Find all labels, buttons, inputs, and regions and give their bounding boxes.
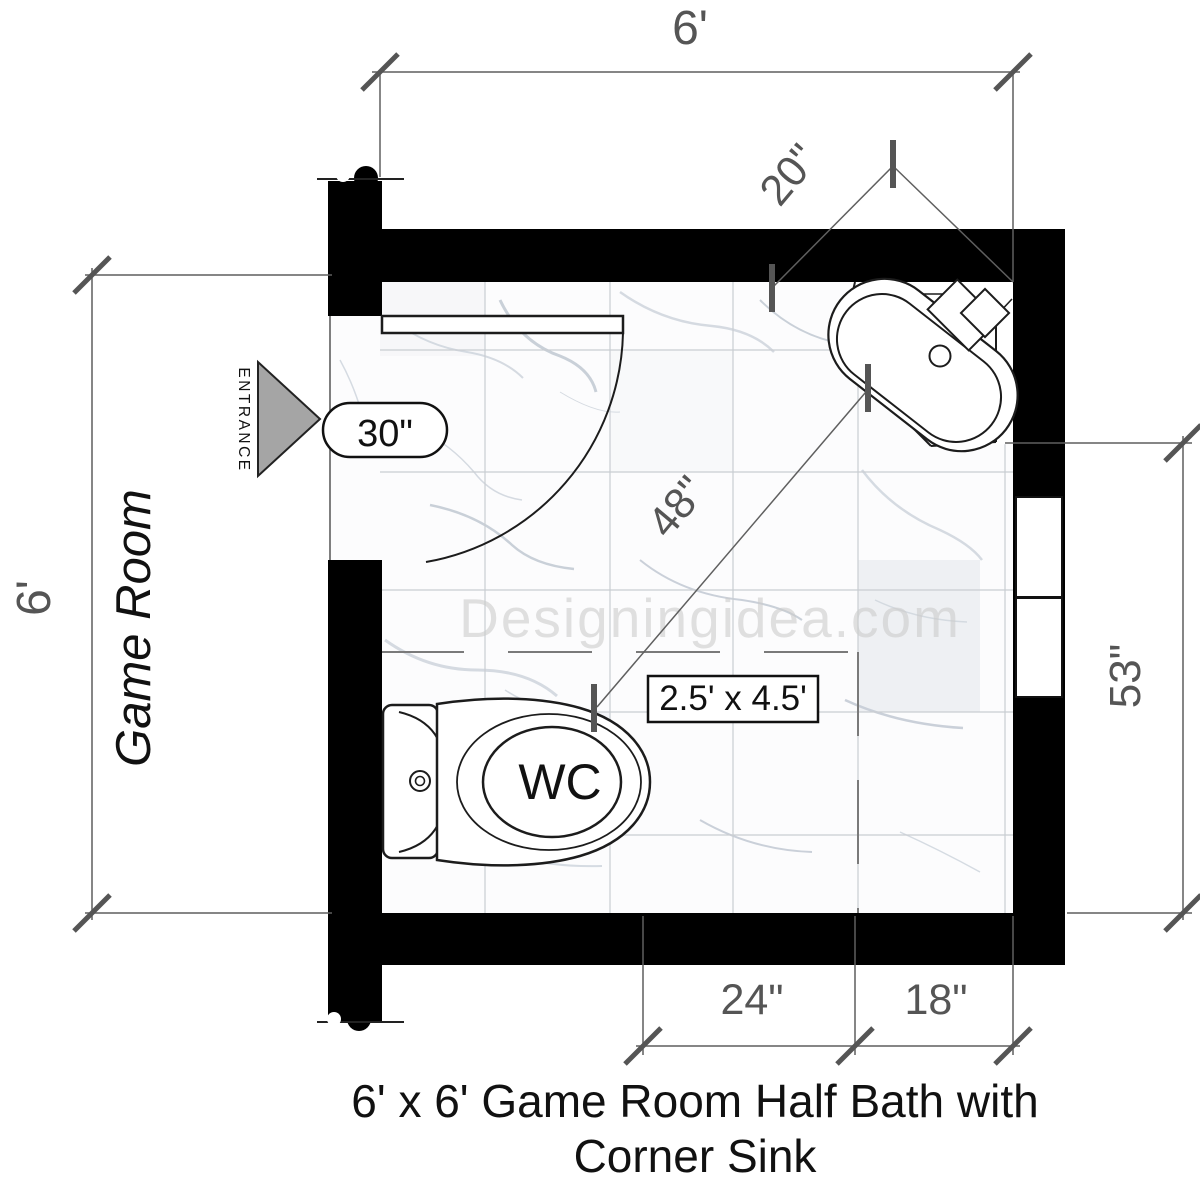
dim-label-bottom-toilet: 24" <box>720 976 783 1024</box>
dim-label-top-width: 6' <box>672 2 708 55</box>
toilet-flush-button-inner <box>414 775 426 787</box>
entrance-marker: ENTRANCE <box>235 359 322 479</box>
toilet: WC <box>381 697 652 867</box>
clearance-callout: 2.5' x 4.5' <box>646 674 820 724</box>
door-swing-arc <box>425 332 624 563</box>
wall-break-cap-bottom <box>317 1007 404 1031</box>
sink-drain <box>928 344 952 368</box>
door-width-callout: 30" <box>321 401 449 459</box>
dim-label-right-span: 53" <box>1101 644 1150 709</box>
corner-sink <box>827 277 1019 453</box>
wall-top <box>378 229 1065 282</box>
entry-door <box>380 314 625 563</box>
right-wall-recess <box>1015 496 1063 698</box>
door-width-bubble <box>321 401 449 459</box>
toilet-seat <box>481 725 623 839</box>
clearance-box <box>646 674 820 724</box>
dim-label-left-height: 6' <box>8 580 61 616</box>
dimension-ticks <box>72 52 1200 1066</box>
wall-bottom <box>378 913 1065 965</box>
entrance-label: ENTRANCE <box>235 367 252 472</box>
clearance-dashed-outline <box>380 651 859 913</box>
watermark-text: Designingidea.com <box>459 587 961 649</box>
walls <box>317 166 1065 1031</box>
door-width-label: 30" <box>357 413 413 455</box>
toilet-label: WC <box>518 754 601 810</box>
room-label: Game Room <box>107 489 161 767</box>
dim-line-sink-corner <box>771 165 894 289</box>
sink-faucet-handle <box>959 287 1011 339</box>
clearance-label: 2.5' x 4.5' <box>659 679 807 718</box>
plan-title-line1: 6' x 6' Game Room Half Bath with <box>351 1075 1038 1127</box>
plan-title-line2: Corner Sink <box>574 1130 818 1182</box>
wall-left-upper <box>328 181 382 316</box>
wall-left-lower <box>328 560 382 1023</box>
dim-label-bottom-sink: 18" <box>904 976 967 1024</box>
wall-break-cap-top <box>317 166 404 190</box>
door-panel <box>380 314 625 335</box>
dimension-lines <box>85 71 1192 1055</box>
plan-title: 6' x 6' Game Room Half Bath with Corner … <box>351 1075 1038 1182</box>
dim-label-sink-corner: 20" <box>751 135 828 214</box>
entrance-arrow-icon <box>257 359 322 479</box>
dim-line-toilet-sink <box>596 385 872 708</box>
